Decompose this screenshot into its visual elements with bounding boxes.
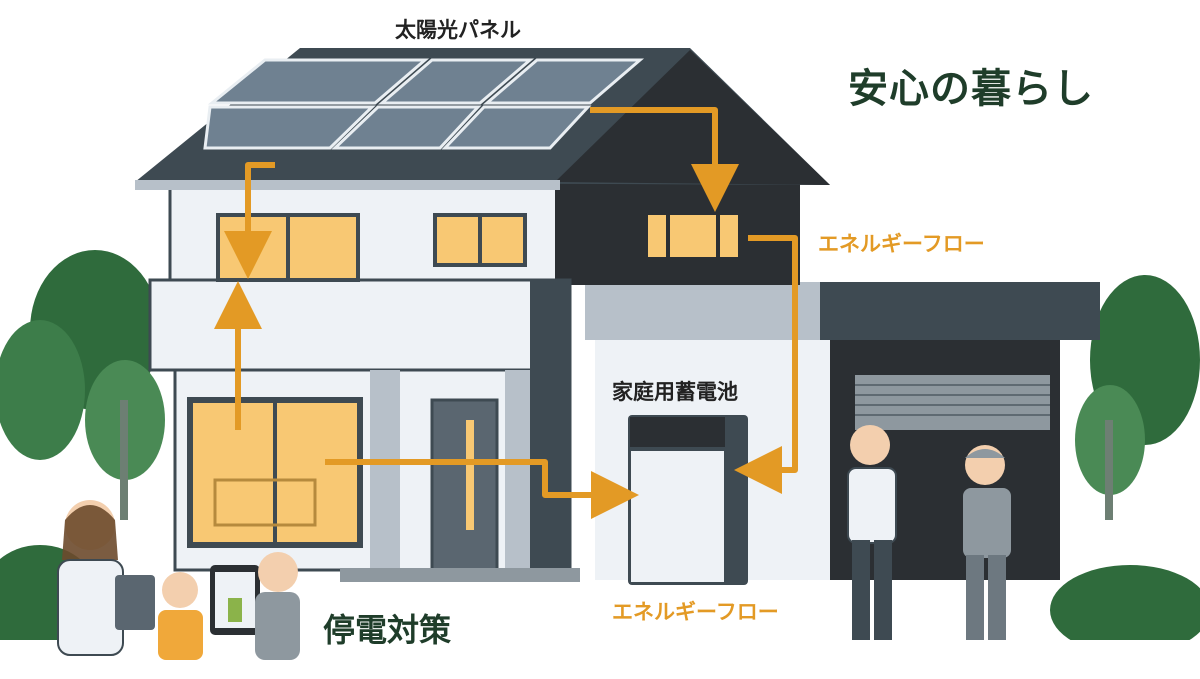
front-door (430, 398, 499, 572)
energy-flow-arrows (214, 107, 798, 519)
trees (0, 250, 1200, 655)
windows (187, 213, 738, 548)
front-steps (340, 568, 580, 582)
energy-flow-label-lower: エネルギーフロー (612, 600, 779, 624)
homeowner-and-installer (847, 425, 1011, 640)
power-outage-label: 停電対策 (323, 611, 452, 649)
page-title: 安心の暮らし (848, 66, 1094, 112)
solar-panels (203, 58, 645, 150)
solar-panel-label: 太陽光パネル (395, 18, 521, 42)
energy-flow-label-upper: エネルギーフロー (818, 232, 985, 256)
door-window (466, 420, 474, 530)
home-battery-unit (628, 415, 748, 585)
family-with-tablet (57, 500, 300, 660)
home-battery-label: 家庭用蓄電池 (612, 380, 738, 404)
